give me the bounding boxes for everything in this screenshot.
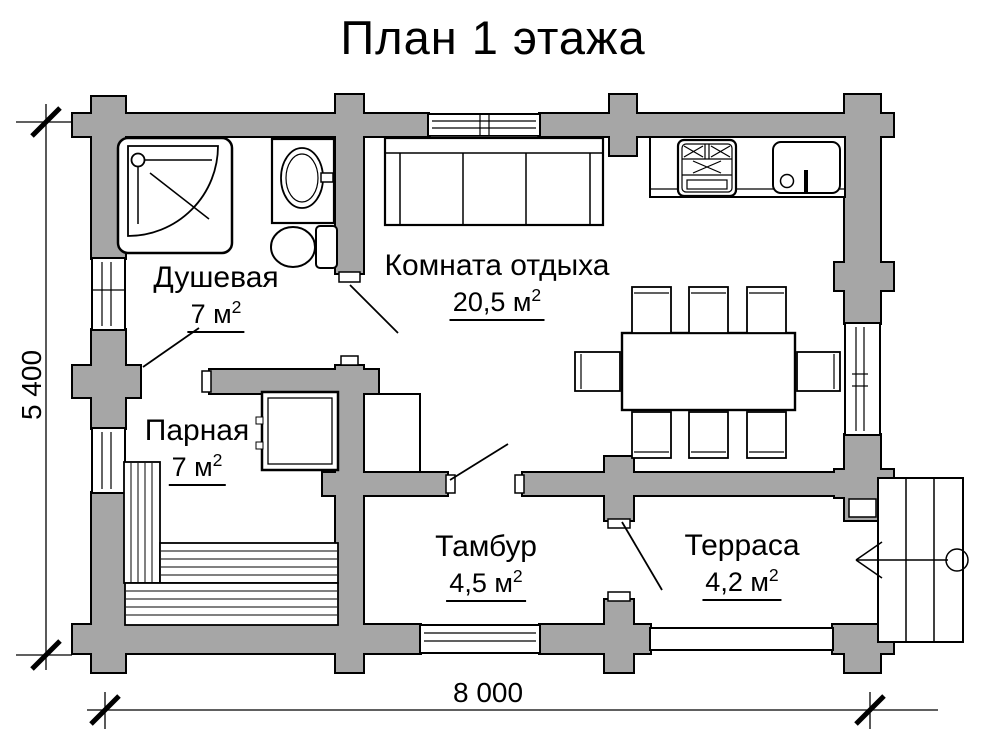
dimension-label-depth: 5 400 <box>16 349 47 421</box>
dining-table <box>620 331 797 412</box>
window-left-upper <box>91 257 126 331</box>
room-label-terrace: Терраса 4,2 м2 <box>684 529 800 601</box>
room-label-lounge: Комната отдыха 20,5 м2 <box>385 250 610 321</box>
room-area: 7 м2 <box>153 297 278 333</box>
window-left-lower <box>91 427 126 494</box>
toilet <box>270 225 338 269</box>
washbasin <box>270 137 336 225</box>
entry-direction-arrow <box>855 541 969 579</box>
window-right <box>844 322 881 436</box>
room-area: 20,5 м2 <box>385 285 610 321</box>
room-name: Душевая <box>153 261 279 294</box>
door-jambs <box>201 271 877 602</box>
furnace-box <box>363 393 421 473</box>
room-name: Терраса <box>684 529 800 562</box>
kitchen-sink <box>772 141 841 194</box>
dimension-bottom <box>87 692 938 729</box>
room-label-vestibule: Тамбур 4,5 м2 <box>435 531 537 602</box>
room-label-shower: Душевая 7 м2 <box>153 261 279 333</box>
terrace-opening <box>649 627 834 651</box>
room-name: Тамбур <box>435 530 537 563</box>
sauna-stove <box>255 390 340 472</box>
kitchen-stove <box>676 138 738 198</box>
room-label-steam: Парная 7 м2 <box>145 415 249 486</box>
room-name: Парная <box>144 414 250 447</box>
door-swings <box>142 284 663 591</box>
room-area: 4,5 м2 <box>435 566 537 602</box>
sofa <box>383 136 605 227</box>
room-name: Комната отдыха <box>384 249 610 282</box>
window-bottom <box>419 624 541 654</box>
dimension-label-width: 8 000 <box>452 677 524 708</box>
corner-shower-tray <box>116 136 234 255</box>
room-area: 4,2 м2 <box>684 565 799 601</box>
page-title: План 1 этажа <box>340 11 646 64</box>
room-area: 7 м2 <box>145 450 249 486</box>
dining-chairs <box>574 286 841 459</box>
dimension-left <box>16 104 72 671</box>
sauna-benches <box>123 461 339 626</box>
